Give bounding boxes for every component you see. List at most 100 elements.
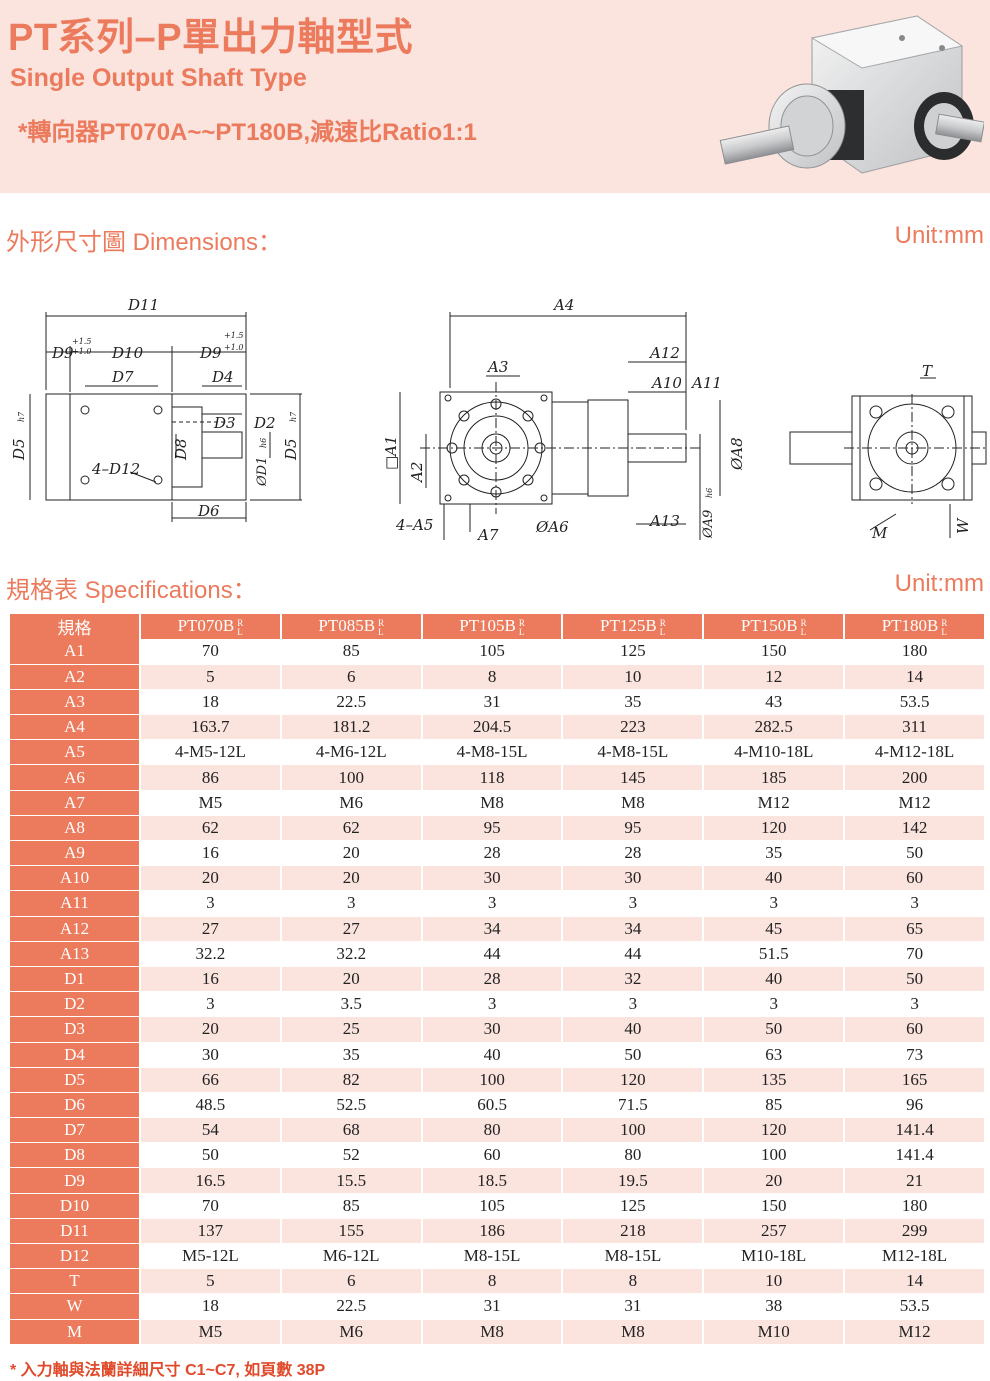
row-label: A12 <box>10 916 141 942</box>
table-cell: 163.7 <box>140 714 282 741</box>
label-tol-left: +1.5 <box>72 337 91 346</box>
label-tol-right: +1.5 <box>224 331 243 340</box>
table-cell: 180 <box>844 639 986 665</box>
table-cell: 3 <box>140 991 282 1018</box>
column-model: PT105B <box>459 616 516 636</box>
table-cell: 65 <box>844 916 986 942</box>
label-d12: 4–D12 <box>91 460 140 478</box>
table-cell: 185 <box>703 764 846 791</box>
table-cell: M8 <box>562 790 705 816</box>
rl-bottom: L <box>237 626 243 637</box>
row-label: D8 <box>10 1142 141 1169</box>
table-cell: M8 <box>562 1319 705 1345</box>
table-cell: 181.2 <box>280 714 423 741</box>
label-d4: D4 <box>211 368 234 386</box>
table-cell: 100 <box>280 764 423 791</box>
table-cell: 20 <box>140 865 282 892</box>
table-cell: 100 <box>703 1142 846 1169</box>
table-cell: 20 <box>703 1167 846 1194</box>
table-cell: M8 <box>421 1319 564 1345</box>
table-cell: M10 <box>703 1319 846 1345</box>
column-model: PT150B <box>740 616 798 636</box>
table-cell: 62 <box>140 815 282 842</box>
table-cell: M8 <box>421 790 564 816</box>
label-d9-right: D9 <box>199 344 222 362</box>
table-cell: 6 <box>280 664 423 690</box>
table-cell: 40 <box>562 1016 705 1043</box>
row-label: D9 <box>10 1167 141 1194</box>
label-a5: 4–A5 <box>395 516 433 534</box>
table-cell: 63 <box>703 1042 846 1068</box>
table-cell: 51.5 <box>703 941 846 967</box>
table-cell: 10 <box>562 664 705 690</box>
table-cell: 30 <box>421 865 564 892</box>
table-cell: 4-M8-15L <box>562 739 705 766</box>
table-cell: 31 <box>562 1293 705 1320</box>
rl-top: R <box>800 617 807 628</box>
rl-bottom: L <box>378 626 384 637</box>
label-a13: A13 <box>648 512 680 530</box>
table-cell: 34 <box>562 916 705 942</box>
table-cell: 18 <box>140 689 282 716</box>
row-label: D1 <box>10 966 141 993</box>
table-cell: 28 <box>421 966 564 993</box>
table-cell: 3 <box>844 991 986 1018</box>
row-label: D10 <box>10 1193 141 1219</box>
table-cell: 218 <box>562 1218 705 1245</box>
label-h6-left: h6 <box>259 438 268 448</box>
label-d6: D6 <box>197 502 220 520</box>
row-label: D12 <box>10 1243 141 1270</box>
table-cell: 48.5 <box>140 1092 282 1119</box>
table-cell: 204.5 <box>421 714 564 741</box>
table-cell: 4-M5-12L <box>140 739 282 766</box>
table-cell: 80 <box>421 1117 564 1144</box>
table-cell: 20 <box>140 1016 282 1043</box>
table-cell: 6 <box>280 1268 423 1295</box>
table-cell: 60 <box>421 1142 564 1169</box>
label-d5-left: D5 <box>10 438 28 461</box>
column-model: PT180B <box>881 616 939 636</box>
table-cell: 50 <box>140 1142 282 1169</box>
table-cell: 5 <box>140 664 282 690</box>
table-cell: 135 <box>703 1067 846 1093</box>
row-label: D2 <box>10 991 141 1018</box>
table-cell: M12 <box>844 790 986 816</box>
table-cell: 20 <box>280 840 423 867</box>
row-label: A6 <box>10 764 141 791</box>
table-cell: 16.5 <box>140 1167 282 1194</box>
label-a9: ØA9 <box>701 510 716 539</box>
table-cell: 28 <box>562 840 705 867</box>
table-cell: 95 <box>562 815 705 842</box>
table-cell: 32.2 <box>280 941 423 967</box>
table-cell: 70 <box>844 941 986 967</box>
label-d8: D8 <box>172 438 190 461</box>
table-cell: 3 <box>703 991 846 1018</box>
row-label: A7 <box>10 790 141 816</box>
label-w: W <box>954 517 972 534</box>
table-cell: 18.5 <box>421 1167 564 1194</box>
table-cell: 257 <box>703 1218 846 1245</box>
label-d10: D10 <box>111 344 144 362</box>
specifications-heading: 規格表 Specifications： <box>6 577 257 604</box>
table-cell: 120 <box>703 815 846 842</box>
table-cell: 141.4 <box>844 1117 986 1144</box>
table-cell: 43 <box>703 689 846 716</box>
row-label: A10 <box>10 865 141 892</box>
table-cell: 25 <box>280 1016 423 1043</box>
